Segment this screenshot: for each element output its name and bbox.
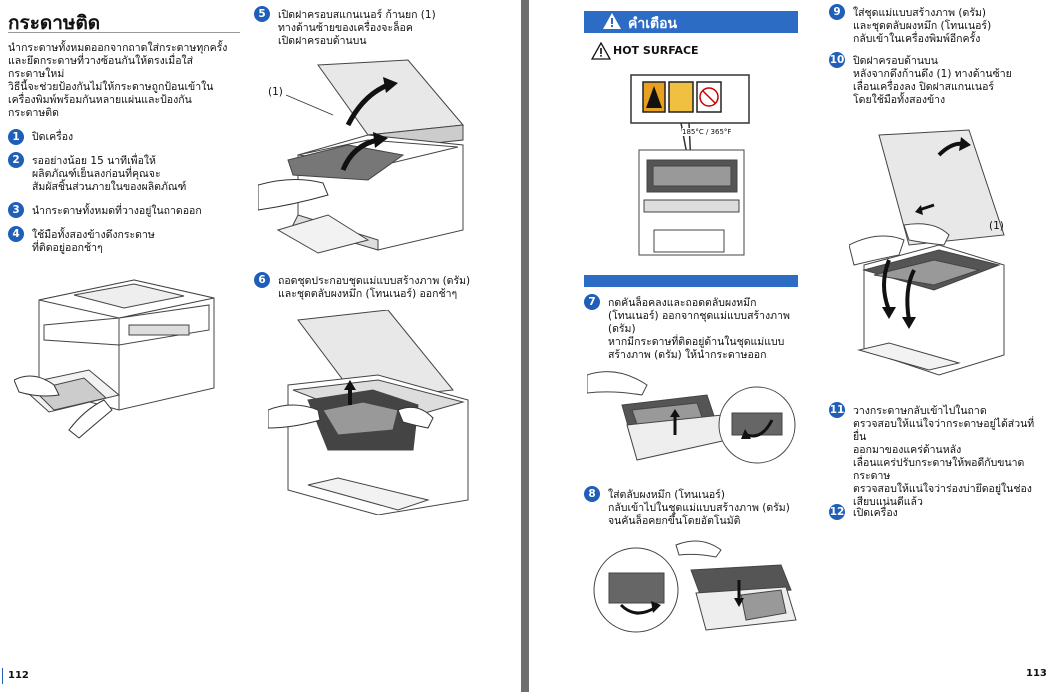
page-number: 112 — [8, 670, 29, 681]
warning-icon — [602, 12, 622, 34]
intro-text: นำกระดาษทั้งหมดออกจากถาดใส่กระดาษทุกครั้… — [8, 42, 228, 119]
temp-label: 185°C / 365°F — [682, 128, 732, 136]
step-number: 8 — [584, 486, 600, 502]
step-number: 10 — [829, 52, 845, 68]
step-number: 9 — [829, 4, 845, 20]
step-number: 4 — [8, 226, 24, 242]
warning-title: คำเตือน — [628, 16, 678, 32]
step-number: 5 — [254, 6, 270, 22]
step-number: 1 — [8, 129, 24, 145]
step-text: ปิดฝาครอบด้านบน หลังจากดึงก้านดึง (1) ทา… — [853, 55, 1012, 106]
step-text: ใส่ชุดแม่แบบสร้างภาพ (ดรัม) และชุดตลับผง… — [853, 7, 992, 45]
warning-header: คำเตือน — [584, 11, 798, 33]
step-number: 2 — [8, 152, 24, 168]
section-bar — [584, 275, 798, 287]
step-text: ใส่ตลับผงหมึก (โทนเนอร์) กลับเข้าไปในชุด… — [608, 489, 790, 527]
paper-jam-illustration — [14, 279, 215, 439]
step-text: รออย่างน้อย 15 นาทีเพื่อให้ ผลิตภัณฑ์เย็… — [32, 155, 187, 193]
hot-surface-icon — [590, 41, 612, 64]
remove-toner-illustration — [587, 371, 796, 464]
callout-label: (1) — [268, 86, 283, 98]
step-text: เปิดฝาครอบสแกนเนอร์ ก้านยก (1) ทางด้านซ้… — [278, 9, 436, 47]
hot-surface-illustration — [630, 74, 750, 256]
open-scanner-illustration — [258, 59, 464, 254]
step-text: ใช้มือทั้งสองข้างดึงกระดาษ ที่ติดอยู่ออก… — [32, 229, 155, 254]
page-title: กระดาษติด — [8, 12, 101, 34]
step-number: 7 — [584, 294, 600, 310]
page-edge-mark — [2, 668, 3, 684]
right-page: คำเตือน HOT SURFACE 185°C / 365°F 7 กดคั… — [529, 0, 1046, 692]
hot-surface-label: HOT SURFACE — [613, 44, 699, 57]
insert-toner-illustration — [593, 540, 797, 633]
close-top-cover-illustration — [849, 129, 1005, 376]
title-rule — [8, 32, 240, 33]
left-page: กระดาษติด นำกระดาษทั้งหมดออกจากถาดใส่กระ… — [0, 0, 521, 692]
step-text: นำกระดาษทั้งหมดที่วางอยู่ในถาดออก — [32, 205, 202, 217]
step-text: เปิดเครื่อง — [853, 507, 898, 519]
step-text: ถอดชุดประกอบชุดแม่แบบสร้างภาพ (ดรัม) และ… — [278, 275, 471, 300]
step-number: 6 — [254, 272, 270, 288]
step-text: กดคันล็อคลงและถอดตลับผงหมึก (โทนเนอร์) อ… — [608, 297, 790, 361]
step-number: 12 — [829, 504, 845, 520]
step-text: ปิดเครื่อง — [32, 131, 74, 143]
callout-label: (1) — [989, 220, 1004, 232]
remove-drum-illustration — [268, 310, 469, 515]
page-number: 113 — [1026, 668, 1046, 679]
step-number: 3 — [8, 202, 24, 218]
step-text: วางกระดาษกลับเข้าไปในถาด ตรวจสอบให้แน่ใจ… — [853, 405, 1035, 508]
step-number: 11 — [829, 402, 845, 418]
